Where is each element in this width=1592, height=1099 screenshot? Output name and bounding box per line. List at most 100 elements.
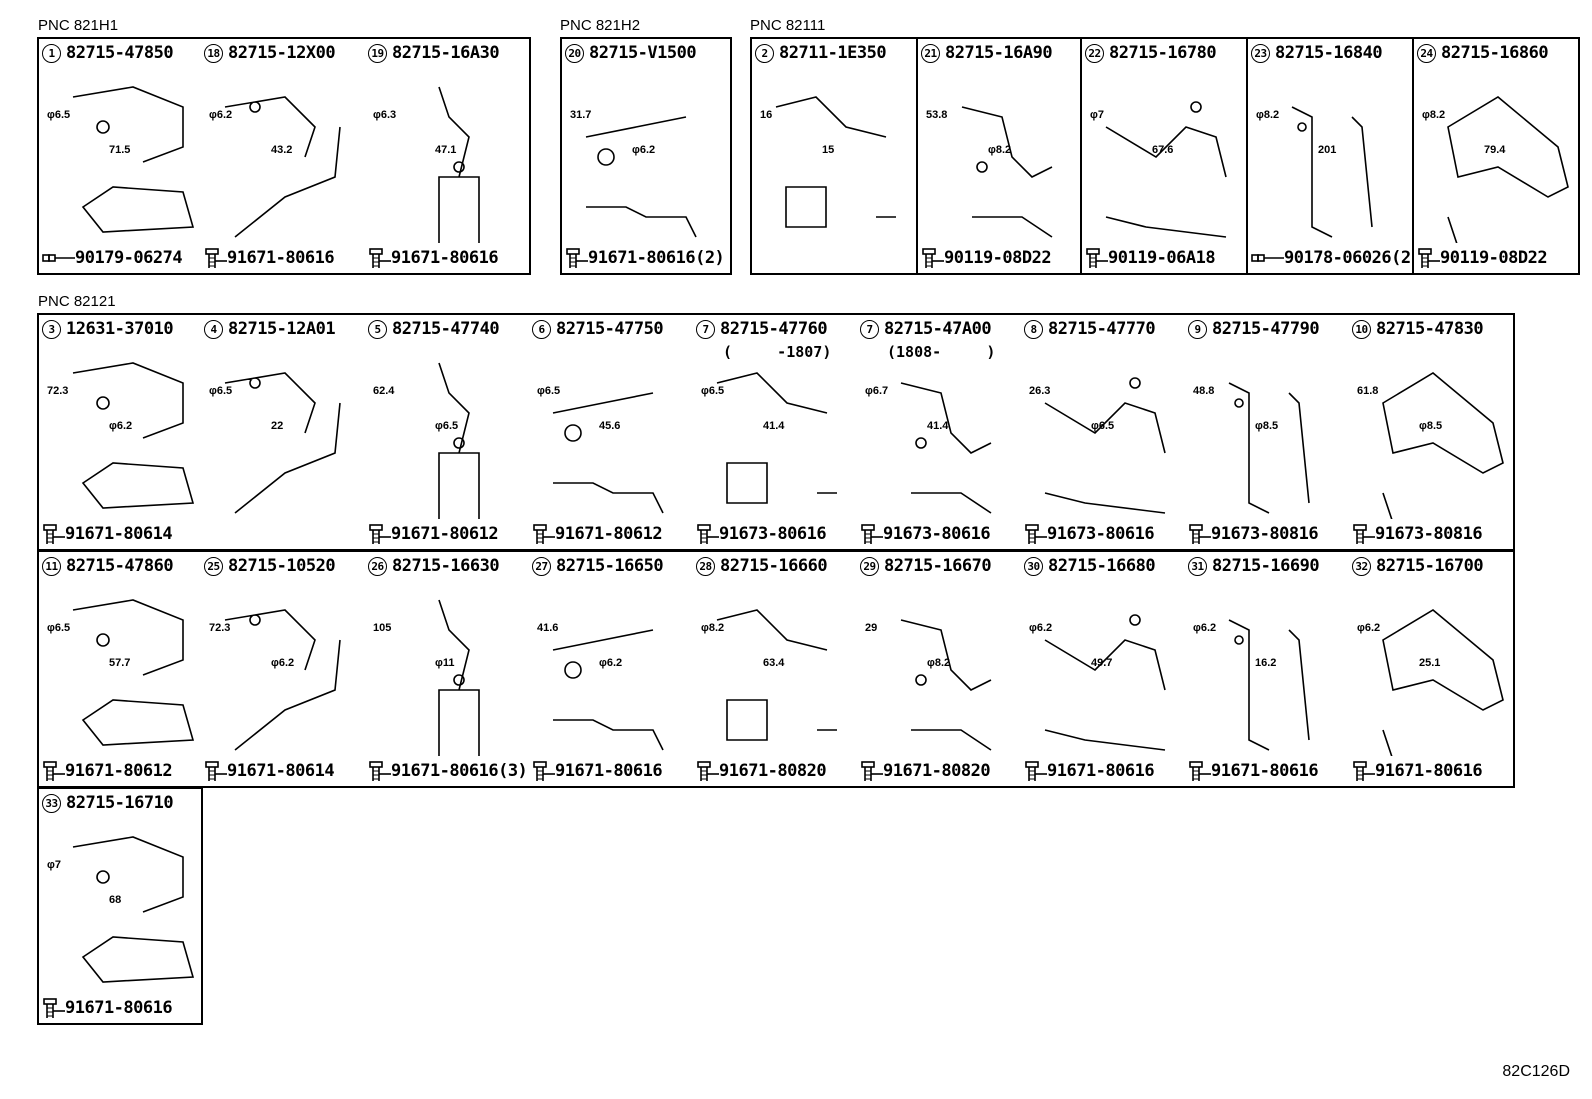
part-drawing [1086,67,1242,243]
fastener-part-number: 91671-80820 [719,761,827,781]
fastener-part-number: 90179-06274 [75,248,183,268]
part-drawing [43,67,199,243]
part-number: 82715-16670 [884,556,992,576]
dimension-label: φ8.2 [927,657,951,669]
fastener: 91671-80820 [859,760,991,782]
part-drawing [697,343,853,519]
dimension-label: 201 [1318,144,1337,156]
part-header: 19 82715-16A30 [368,43,500,63]
dimension-label: φ6.2 [1357,622,1381,634]
part-drawing [756,67,912,243]
dimension-label: φ6.2 [599,657,623,669]
bracket-illustration [72,836,195,983]
fastener-part-number: 91671-80616 [1211,761,1319,781]
fastener-part-number: 90119-08D22 [1440,248,1548,268]
part-drawing [1189,343,1345,519]
bolt-icon [369,524,391,544]
callout-number: 27 [532,556,551,576]
part-number: 82715-47750 [556,319,664,339]
bracket-illustration [1044,614,1166,751]
dimension-label: 47.1 [435,144,457,156]
callout-number: 22 [1085,43,1104,63]
callout-number: 8 [1024,319,1043,339]
bolt-icon [697,524,719,544]
dimension-label: 57.7 [109,657,131,669]
dimension-label: 16.2 [1255,657,1277,669]
part-header: 25 82715-10520 [204,556,336,576]
part-drawing [861,580,1017,756]
part-header: 18 82715-12X00 [204,43,336,63]
fastener: 91671-80820 [695,760,827,782]
bracket-illustration [1228,619,1310,751]
part-drawing [861,343,1017,519]
part-header: 33 82715-16710 [42,793,174,813]
nut-icon [42,254,75,262]
part-number: 82715-47850 [66,43,174,63]
part-header: 10 82715-47830 [1352,319,1484,339]
bolt-icon [922,248,944,268]
part-drawing [566,67,722,243]
callout-number: 29 [860,556,879,576]
dimension-label: 41.4 [763,420,785,432]
fastener: 91673-80816 [1351,523,1483,545]
dimension-label: 22 [271,420,284,432]
fastener-part-number: 91671-80612 [555,524,663,544]
dimension-label: 41.6 [537,622,559,634]
part-number: 82715-47790 [1212,319,1320,339]
fastener: 91671-80616 [203,247,335,269]
fastener: 91671-80612 [531,523,663,545]
group-label-82111: PNC 82111 [750,17,826,34]
part-number: 82715-16710 [66,793,174,813]
callout-number: 21 [921,43,940,63]
bracket-illustration [1228,382,1310,514]
bolt-icon [43,761,65,781]
fastener: 91671-80616 [1351,760,1483,782]
fastener-part-number: 91671-80612 [391,524,499,544]
dimension-label: 26.3 [1029,385,1051,397]
callout-number: 7 [860,319,879,339]
fastener-part-number: 91671-80614 [65,524,173,544]
part-number: 82715-47A00 [884,319,992,339]
fastener: 90119-08D22 [920,247,1052,269]
bolt-icon [861,524,883,544]
group-label-82121: PNC 82121 [38,293,116,310]
bracket-illustration [552,629,664,751]
part-number: 82715-47760 [720,319,828,339]
callout-number: 6 [532,319,551,339]
callout-number: 25 [204,556,223,576]
part-drawing [1252,67,1408,243]
part-number: 82715-47740 [392,319,500,339]
callout-number: 18 [204,43,223,63]
fastener: 90179-06274 [41,247,183,269]
dimension-label: 68 [109,894,122,906]
callout-number: 2 [755,43,774,63]
